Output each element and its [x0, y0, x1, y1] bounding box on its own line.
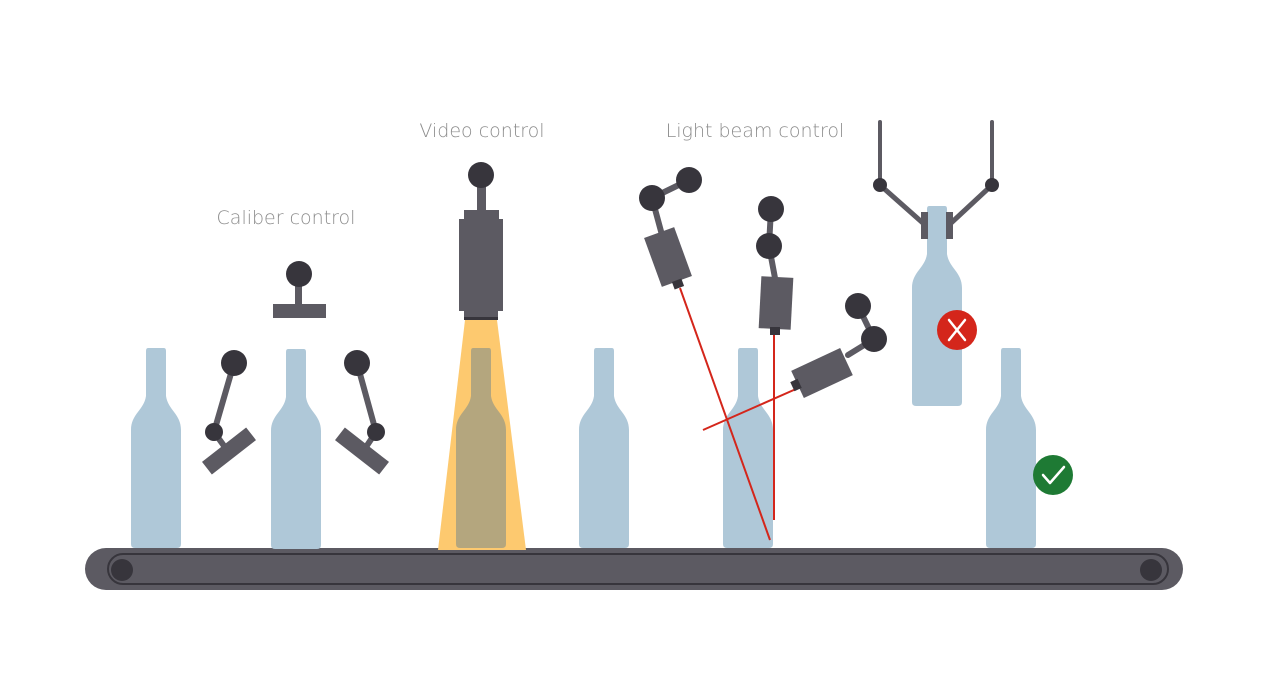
beam-center-sensor-emitter — [770, 327, 780, 335]
caliber-control-station — [202, 261, 389, 549]
conveyor-left-roller — [111, 559, 133, 581]
conveyor-belt — [85, 548, 1183, 590]
gripper-left-arm — [877, 182, 927, 227]
beam-left-mid-joint — [639, 185, 665, 211]
camera-mount-stem — [477, 180, 486, 214]
caliber-right-jaw — [335, 427, 389, 475]
accepted-bottle-group — [986, 348, 1073, 548]
accept-badge — [1033, 455, 1073, 495]
reject-station — [873, 120, 999, 406]
gripper-right-arm — [947, 182, 995, 227]
beam-right-sensor-emitter — [790, 378, 802, 392]
caliber-right-elbow-joint — [367, 423, 385, 441]
video-camera-body — [459, 219, 503, 311]
caliber-left-shoulder-joint — [221, 350, 247, 376]
caliber-top-stem — [295, 276, 302, 308]
laser-beam-left — [679, 287, 771, 541]
x-mark-icon — [937, 310, 977, 350]
rejected-bottle — [912, 206, 962, 406]
conveyor-right-roller — [1140, 559, 1162, 581]
beam-center-mid-joint — [756, 233, 782, 259]
caliber-top-joint — [286, 261, 312, 287]
gripper-left-finger — [921, 212, 928, 239]
bottle-under-beams — [723, 348, 773, 548]
bottle — [271, 349, 321, 549]
beam-left-sensor — [644, 227, 692, 287]
caliber-left-elbow-joint — [205, 423, 223, 441]
beam-center-sensor — [758, 276, 794, 330]
video-camera-lens — [464, 311, 498, 317]
check-mark-stroke — [1041, 465, 1066, 485]
beam-left-sensor-emitter — [671, 278, 685, 290]
gripper-right-finger — [946, 212, 953, 239]
caliber-right-shoulder-joint — [344, 350, 370, 376]
gripper-right-joint — [985, 178, 999, 192]
video-control-label: Video control — [419, 120, 545, 142]
gripper-left-joint — [873, 178, 887, 192]
video-camera-lens-rim — [464, 317, 498, 320]
light-beam-control-label: Light beam control — [665, 120, 845, 142]
beam-left-top-joint — [676, 167, 702, 193]
x-mark-stroke-2 — [947, 318, 967, 342]
beam-center-top-joint — [758, 196, 784, 222]
accepted-bottle — [986, 348, 1036, 548]
light-beam-control-station — [639, 167, 887, 548]
caliber-left-jaw — [202, 427, 256, 475]
camera-mount-joint — [468, 162, 494, 188]
conveyor-frame — [85, 548, 1183, 590]
caliber-top-plate — [273, 304, 326, 318]
video-control-station — [438, 162, 526, 550]
laser-beam-right — [702, 388, 797, 431]
beam-right-mid-joint — [861, 326, 887, 352]
bottle — [579, 348, 629, 548]
conveyor-belt-track — [107, 553, 1169, 585]
check-mark-icon — [1033, 455, 1073, 495]
beam-right-top-joint — [845, 293, 871, 319]
beam-right-sensor — [791, 347, 853, 399]
caliber-control-label: Caliber control — [216, 207, 356, 229]
bottle — [131, 348, 181, 548]
